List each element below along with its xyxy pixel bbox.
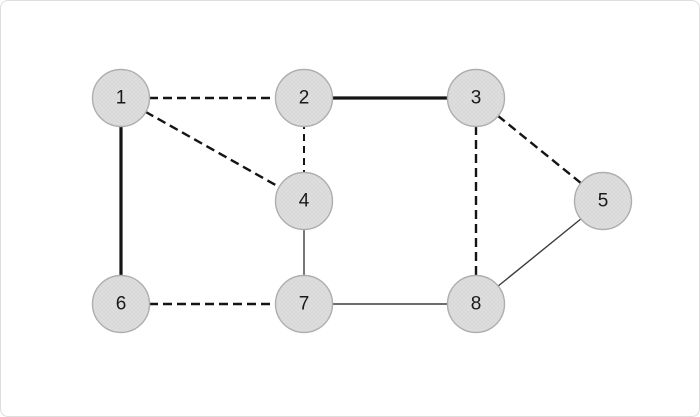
graph-node-label-1: 1 [116, 88, 127, 109]
nodes-layer: 1 2 3 4 5 6 7 8 [91, 68, 633, 334]
graph-node-4: 4 [274, 171, 334, 231]
graph-node-circle-3 [446, 68, 506, 128]
graph-node-circle-4 [274, 171, 334, 231]
graph-node-label-6: 6 [116, 294, 127, 315]
graph-node-label-8: 8 [471, 294, 482, 315]
graph-node-8: 8 [446, 274, 506, 334]
graph-node-label-4: 4 [299, 191, 310, 212]
graph-node-circle-6 [91, 274, 151, 334]
graph-node-circle-8 [446, 274, 506, 334]
graph-node-circle-1 [91, 68, 151, 128]
graph-node-3: 3 [446, 68, 506, 128]
graph-node-label-2: 2 [299, 88, 310, 109]
graph-node-2: 2 [274, 68, 334, 128]
graph-node-circle-2 [274, 68, 334, 128]
graph-node-label-7: 7 [299, 294, 310, 315]
graph-node-circle-7 [274, 274, 334, 334]
graph-node-7: 7 [274, 274, 334, 334]
graph-node-label-5: 5 [598, 191, 609, 212]
graph-edge-1-4 [120, 96, 305, 203]
edges-layer [119, 96, 604, 306]
graph-node-circle-5 [573, 171, 633, 231]
graph-node-6: 6 [91, 274, 151, 334]
graph-node-label-3: 3 [471, 88, 482, 109]
graph-node-5: 5 [573, 171, 633, 231]
graph-node-1: 1 [91, 68, 151, 128]
